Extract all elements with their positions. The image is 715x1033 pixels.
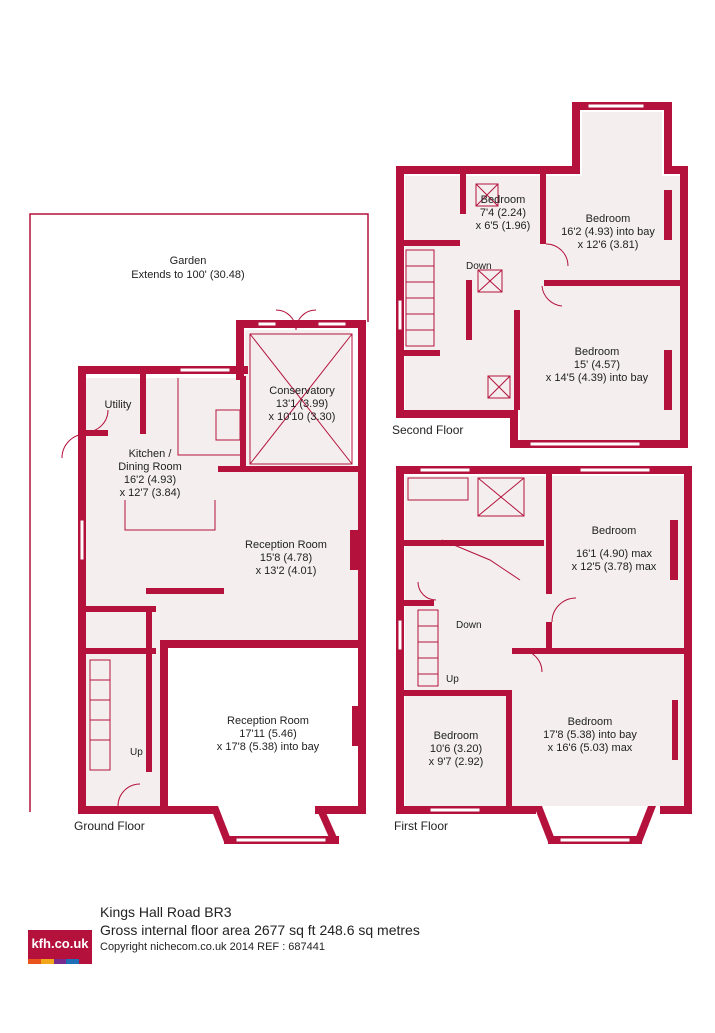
reception-rear-dim-2: x 13'2 (4.01) — [256, 565, 317, 577]
second-bedroom-large-dim-2: x 14'5 (4.39) into bay — [546, 372, 649, 384]
ground-floor-plan — [61, 309, 366, 844]
reception-front-name: Reception Room — [227, 715, 309, 727]
logo-strip-red — [79, 959, 92, 964]
ground-floor-label: Ground Floor — [74, 819, 145, 833]
second-bedroom-small-name: Bedroom — [481, 194, 526, 206]
first-stairs-up: Up — [446, 674, 459, 685]
conservatory-dim-2: x 10'10 (3.30) — [269, 411, 336, 423]
first-floor-label: First Floor — [394, 819, 448, 833]
first-bedroom-front-dim-1: 17'8 (5.38) into bay — [543, 729, 637, 741]
first-bedroom-rear-dim-2: x 12'5 (3.78) max — [572, 561, 657, 573]
second-floor-plan — [396, 102, 688, 448]
reception-rear-dim-1: 15'8 (4.78) — [260, 552, 312, 564]
second-bedroom-bay-dim-1: 16'2 (4.93) into bay — [561, 226, 655, 238]
floor-area: Gross internal floor area 2677 sq ft 248… — [100, 922, 420, 938]
reception-front-dim-2: x 17'8 (5.38) into bay — [217, 741, 320, 753]
first-bedroom-small-name: Bedroom — [434, 730, 479, 742]
first-bedroom-small-dim-2: x 9'7 (2.92) — [429, 756, 484, 768]
garden-name: Garden — [170, 255, 207, 267]
kfh-logo: kfh.co.uk — [28, 930, 92, 964]
logo-strip-blue — [66, 959, 80, 964]
kitchen-name-1: Kitchen / — [129, 448, 173, 460]
second-bedroom-bay-dim-2: x 12'6 (3.81) — [578, 239, 639, 251]
garden-boundary — [29, 213, 369, 812]
conservatory-dim-1: 13'1 (3.99) — [276, 398, 328, 410]
second-bedroom-large-dim-1: 15' (4.57) — [574, 359, 620, 371]
floor-plan-drawing: Garden Extends to 100' (30.48) Utility K… — [29, 102, 692, 844]
second-floor-label: Second Floor — [392, 423, 463, 437]
second-bedroom-bay-name: Bedroom — [586, 213, 631, 225]
kitchen-dim-1: 16'2 (4.93) — [124, 474, 176, 486]
first-floor-plan — [396, 466, 692, 844]
ground-stairs-up: Up — [130, 747, 143, 758]
reception-front-dim-1: 17'11 (5.46) — [239, 728, 297, 740]
logo-color-strip — [28, 959, 92, 964]
reception-rear-name: Reception Room — [245, 539, 327, 551]
second-bedroom-small-dim-2: x 6'5 (1.96) — [476, 220, 531, 232]
kitchen-dim-2: x 12'7 (3.84) — [120, 487, 181, 499]
first-bedroom-small-dim-1: 10'6 (3.20) — [430, 743, 482, 755]
logo-strip-orange — [28, 959, 41, 964]
kitchen-name-2: Dining Room — [118, 461, 182, 473]
second-bedroom-small-dim-1: 7'4 (2.24) — [480, 207, 526, 219]
property-address: Kings Hall Road BR3 — [100, 904, 232, 920]
second-bedroom-large-name: Bedroom — [575, 346, 620, 358]
logo-strip-yellow — [40, 959, 54, 964]
logo-text: kfh.co.uk — [31, 936, 89, 951]
copyright-ref: Copyright nichecom.co.uk 2014 REF : 6874… — [100, 941, 326, 953]
garden-extent: Extends to 100' (30.48) — [131, 269, 244, 281]
second-stairs-down: Down — [466, 261, 492, 272]
plan-footer: Kings Hall Road BR3 Gross internal floor… — [100, 904, 420, 953]
first-stairs-down: Down — [456, 620, 482, 631]
conservatory-name: Conservatory — [269, 385, 335, 397]
first-bedroom-rear-dim-1: 16'1 (4.90) max — [576, 548, 653, 560]
first-bedroom-rear-name: Bedroom — [592, 525, 637, 537]
utility-label: Utility — [105, 399, 132, 411]
logo-strip-purple — [53, 959, 67, 964]
first-bedroom-front-name: Bedroom — [568, 716, 613, 728]
first-bedroom-front-dim-2: x 16'6 (5.03) max — [548, 742, 633, 754]
